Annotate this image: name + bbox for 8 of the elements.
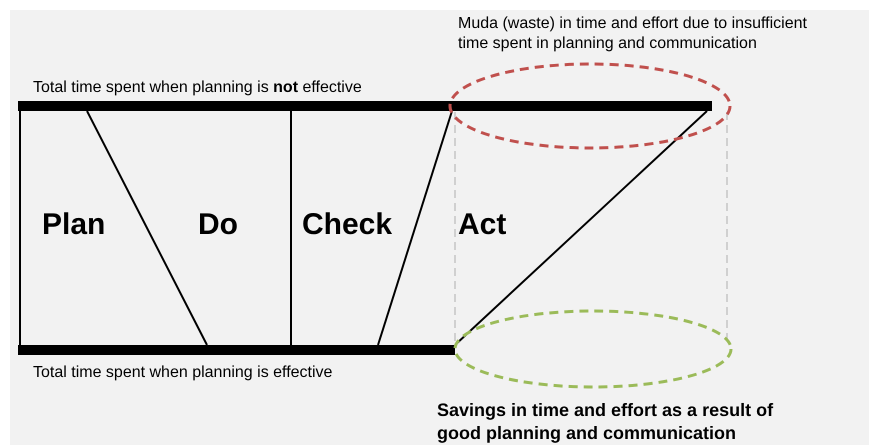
phase-label: Act [458, 207, 506, 243]
bar-caption: Total time spent when planning is not effective [33, 78, 363, 98]
callout-text: Muda (waste) in time and effort due to insufficient time spent in planning and communication [458, 14, 808, 54]
phase-label: Do [198, 207, 238, 243]
callout-text: Savings in time and effort as a result of good planning and communication [437, 399, 774, 444]
bar-caption: Total time spent when planning is effective [33, 363, 334, 383]
phase-label: Check [302, 207, 392, 243]
phase-label: Plan [42, 207, 106, 243]
